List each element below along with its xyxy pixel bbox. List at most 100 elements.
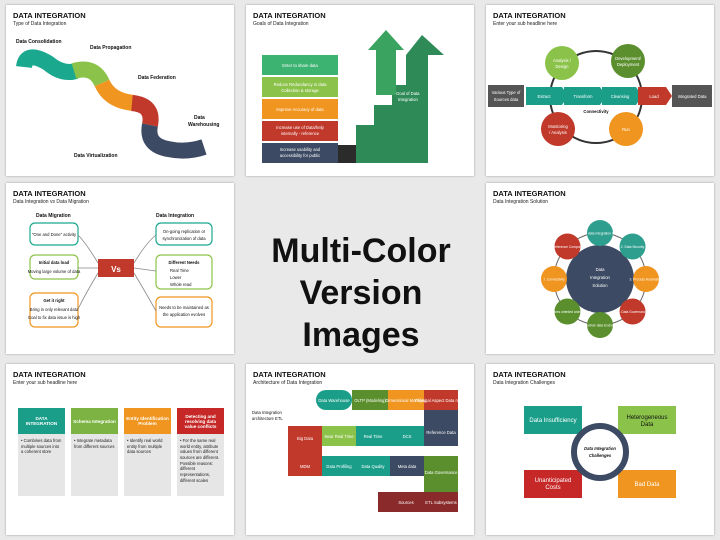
- solution-node-label-6: 6. Services oriented architecture: [544, 310, 591, 314]
- box-2a: Unanticipated: [535, 478, 572, 484]
- slide-thumbnail-7[interactable]: DATA INTEGRATION Architecture of Data In…: [246, 364, 474, 535]
- column-head: DATA INTEGRATION: [18, 408, 65, 434]
- solution-node-label-5: 5. Partner data Exchange: [581, 324, 619, 328]
- column-1: DATA INTEGRATION• Combines data from mul…: [18, 408, 65, 496]
- flow-load: Load: [649, 94, 659, 99]
- slide-subtitle: Goals of Data Integration: [253, 21, 309, 27]
- flow-transform: Transform: [574, 94, 593, 99]
- row2-0: Big Data: [297, 436, 314, 441]
- column-3: Entity Identification Problem• Identify …: [124, 408, 171, 496]
- left-head: Data Migration: [36, 213, 71, 219]
- solution-node-label-2: 2. Data Security: [621, 245, 645, 249]
- slide-thumbnail-1[interactable]: DATA INTEGRATION Type of Data Integratio…: [6, 5, 234, 176]
- slide-thumbnail-2[interactable]: DATA INTEGRATION Goals of Data Integrati…: [246, 5, 474, 176]
- arrow-label-2: Integration: [398, 97, 418, 102]
- slide-title: DATA INTEGRATION: [493, 11, 566, 20]
- box-2b: Costs: [545, 485, 560, 491]
- box-3: Bad Data: [634, 482, 660, 488]
- box-0: Data Insufficiency: [529, 418, 576, 424]
- circle-run: Run: [622, 127, 630, 132]
- slide-title: DATA INTEGRATION: [253, 11, 326, 20]
- solution-node-label-1: 1. Real data Integration Support: [577, 232, 624, 236]
- row3-4: Data Governance: [425, 470, 458, 475]
- side-1: Data Integration: [252, 410, 282, 415]
- label-consolidation: Data Consolidation: [16, 39, 62, 45]
- solution-node-1: [587, 220, 613, 246]
- r3b: the application evolves: [163, 312, 205, 317]
- l3b: Goal to fix data issue is high: [28, 315, 81, 320]
- circle-analysis-2: Design: [555, 64, 569, 69]
- box-1b: Data: [641, 422, 654, 428]
- center-heading-line1: Multi-Color: [271, 232, 451, 270]
- left-label-2: Sources data: [494, 97, 519, 102]
- solution-node-6: [554, 298, 581, 325]
- goal-bar-5b: accessibility for public: [280, 153, 321, 158]
- goal-bar-4b: internally - reference: [281, 131, 320, 136]
- side-2: architecture ETL: [252, 416, 283, 421]
- right-head: Data Integration: [156, 213, 194, 219]
- column-4: Detecting and resolving data value confl…: [177, 408, 224, 496]
- goal-bar-5a: Increase usability and: [280, 147, 321, 152]
- row2-2: Real Time: [364, 434, 384, 439]
- circle-dev-2: Deployment: [617, 62, 640, 67]
- solution-node-8: [554, 233, 581, 260]
- solution-node-label-4: 4. Data Governance: [618, 310, 648, 314]
- label-warehousing-2: Warehousing: [188, 122, 219, 128]
- column-head: Detecting and resolving data value confl…: [177, 408, 224, 434]
- center-3: Solution: [592, 283, 608, 288]
- center-1: Data Integration: [584, 446, 616, 451]
- solution-node-label-8: 8. Reference Component: [549, 245, 586, 249]
- etl-cycle-diagram: Various Type of Sources data Integrated …: [488, 44, 712, 146]
- connectivity-label: Connectivity: [583, 109, 609, 114]
- center-1: Data: [596, 267, 606, 272]
- r2a: Real Time: [170, 268, 190, 273]
- solution-node-label-3: 3. Process Automation: [630, 278, 663, 282]
- center-2: Challenges: [589, 453, 612, 458]
- flow-extract: Extract: [537, 94, 551, 99]
- slide-thumbnail-3[interactable]: DATA INTEGRATION Enter your sub headline…: [486, 5, 714, 176]
- slide-thumbnail-8[interactable]: DATA INTEGRATION Data Integration Challe…: [486, 364, 714, 535]
- row1-1: OLTP (Modeling): [354, 398, 386, 403]
- column-2: Schema Integration• Integrate metadata f…: [71, 408, 118, 496]
- slide-title: DATA INTEGRATION: [13, 370, 86, 379]
- row2-1: Near Real Time: [324, 434, 354, 439]
- slide-title: DATA INTEGRATION: [13, 189, 86, 198]
- slide-thumbnail-6[interactable]: DATA INTEGRATION Enter your sub headline…: [6, 364, 234, 535]
- column-head: Schema Integration: [71, 408, 118, 434]
- row1-2: Dimensional Modeling: [385, 398, 427, 403]
- label-warehousing-1: Data: [194, 115, 205, 121]
- r1a: On-going replication or: [163, 229, 206, 234]
- row1-3: Physical Aspect Data model: [415, 398, 467, 403]
- vs-diagram: Data Migration Data Integration Vs "One …: [28, 213, 213, 328]
- goal-bar-2a: Reduce Redundancy in data: [274, 82, 328, 87]
- slide-title: DATA INTEGRATION: [13, 11, 86, 20]
- solution-node-7: [541, 266, 567, 292]
- column-body: • Integrate metadata from different sour…: [71, 434, 118, 496]
- slide-subtitle: Enter your sub headline here: [13, 380, 78, 386]
- slide-subtitle: Data Integration Solution: [493, 199, 549, 205]
- slide-subtitle: Data Integration Challenges: [493, 380, 555, 386]
- left-label-1: Various Type of: [492, 90, 522, 95]
- row3-2: Data Quality: [361, 464, 385, 469]
- solution-node-4: [619, 298, 646, 325]
- slide-subtitle: Architecture of Data Integration: [253, 380, 323, 386]
- label-propagation: Data Propagation: [90, 45, 131, 51]
- solution-node-2: [619, 233, 646, 260]
- slide-thumbnail-4[interactable]: DATA INTEGRATION Data Integration vs Dat…: [6, 183, 234, 354]
- row3-1: Data Profiling: [326, 464, 352, 469]
- center-heading: Multi-Color Version Images: [246, 230, 476, 356]
- l3a: Bring in only relevant data: [30, 307, 79, 312]
- circle-dev-1: Development/: [615, 56, 642, 61]
- center-2: Integration: [590, 275, 610, 280]
- box-1a: Heterogeneous: [626, 415, 667, 421]
- l3-head: Get it right: [43, 298, 65, 303]
- flow-cleansing: Cleansing: [611, 94, 630, 99]
- slide-title: DATA INTEGRATION: [493, 189, 566, 198]
- r2-head: Different Needs: [169, 260, 201, 265]
- slide-title: DATA INTEGRATION: [493, 370, 566, 379]
- arrow-label-1: Goal of Data: [396, 91, 420, 96]
- solution-node-5: [587, 312, 613, 338]
- row4-1: ETL Subsystems: [425, 500, 457, 505]
- slide-title: DATA INTEGRATION: [253, 370, 326, 379]
- slide-thumbnail-5[interactable]: DATA INTEGRATION Data Integration Soluti…: [486, 183, 714, 354]
